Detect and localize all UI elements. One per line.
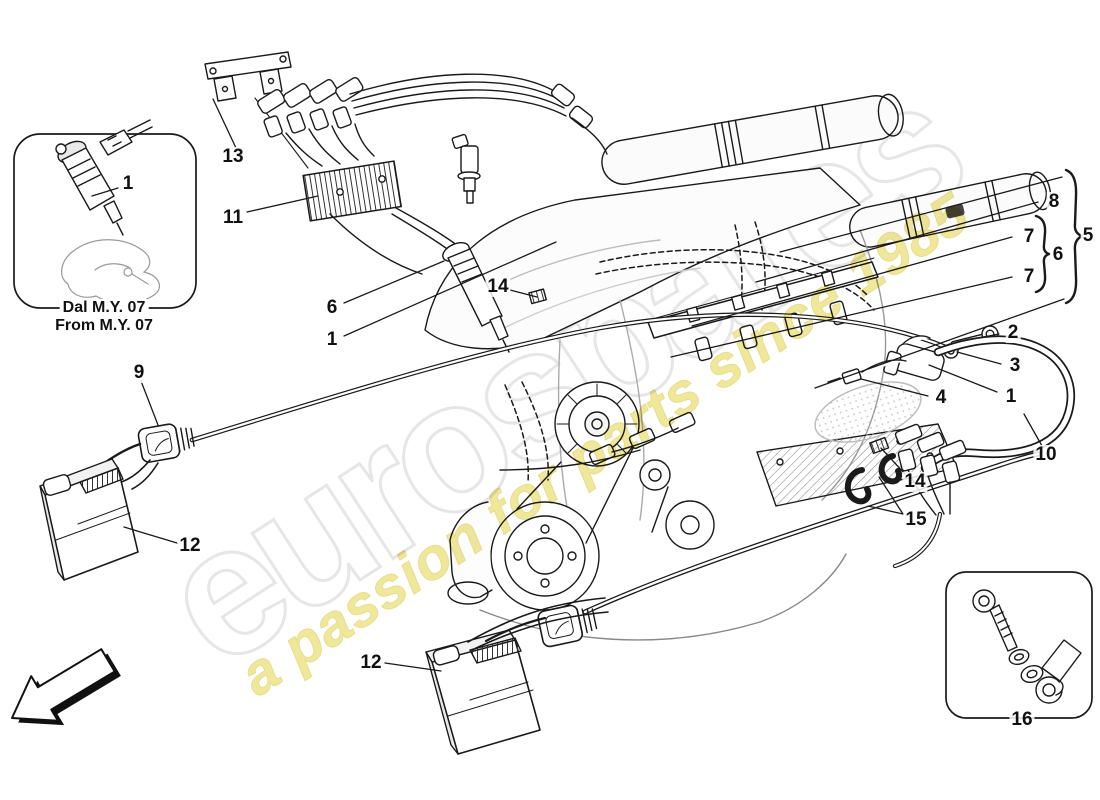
inset-caption-line1: Dal M.Y. 07: [59, 299, 149, 317]
callout-10: 10: [1033, 444, 1059, 465]
inset-my07-box: [13, 119, 197, 309]
callout-11: 11: [220, 207, 246, 228]
callout-14: 14: [902, 471, 928, 492]
leader-lines: [91, 98, 1065, 672]
connector-bundle-right: [892, 423, 967, 569]
bracket-13: [204, 51, 309, 169]
callout-4: 4: [933, 387, 949, 408]
callout-13: 13: [220, 146, 246, 167]
callout-8: 8: [1046, 191, 1062, 212]
cable-bottom: [582, 451, 1041, 615]
callout-2: 2: [1005, 322, 1021, 343]
callout-6: 6: [324, 297, 340, 318]
callout-12: 12: [177, 535, 203, 556]
direction-arrow: [11, 648, 121, 726]
callout-6: 6: [1050, 244, 1066, 265]
ecu-12-left: [39, 458, 139, 581]
callout-3: 3: [1007, 355, 1023, 376]
callout-14: 14: [485, 276, 511, 297]
brace-6: [1034, 214, 1051, 294]
callout-1: 1: [120, 173, 136, 194]
grommet-bottom: [537, 604, 598, 648]
callout-12: 12: [358, 652, 384, 673]
callout-5: 5: [1080, 225, 1096, 246]
callout-1: 1: [1003, 386, 1019, 407]
coil-my07-illustration: [55, 119, 153, 236]
callout-1: 1: [324, 329, 340, 350]
engine-sketch: [61, 239, 161, 304]
callout-7: 7: [1021, 266, 1037, 287]
callout-7: 7: [1021, 226, 1037, 247]
alternator: [554, 381, 640, 467]
fuel-rail: [647, 257, 879, 362]
brace-5: [1064, 168, 1084, 305]
banjo-bolt-illustration: [972, 589, 1082, 704]
callout-16: 16: [1009, 709, 1035, 730]
harness-11: [257, 73, 608, 275]
grommet-9: [137, 423, 195, 463]
callout-9: 9: [131, 362, 147, 383]
crank-pulley: [490, 447, 715, 611]
cable-9: [88, 312, 951, 490]
ecu-12-bottom: [425, 597, 609, 755]
hook-clamps-15: [845, 453, 902, 505]
injector-top: [451, 133, 481, 204]
engine-illustration: [424, 93, 1052, 641]
inset-union-box: [945, 571, 1093, 719]
callout-15: 15: [903, 509, 929, 530]
inset-caption-line2: From M.Y. 07: [52, 317, 156, 335]
